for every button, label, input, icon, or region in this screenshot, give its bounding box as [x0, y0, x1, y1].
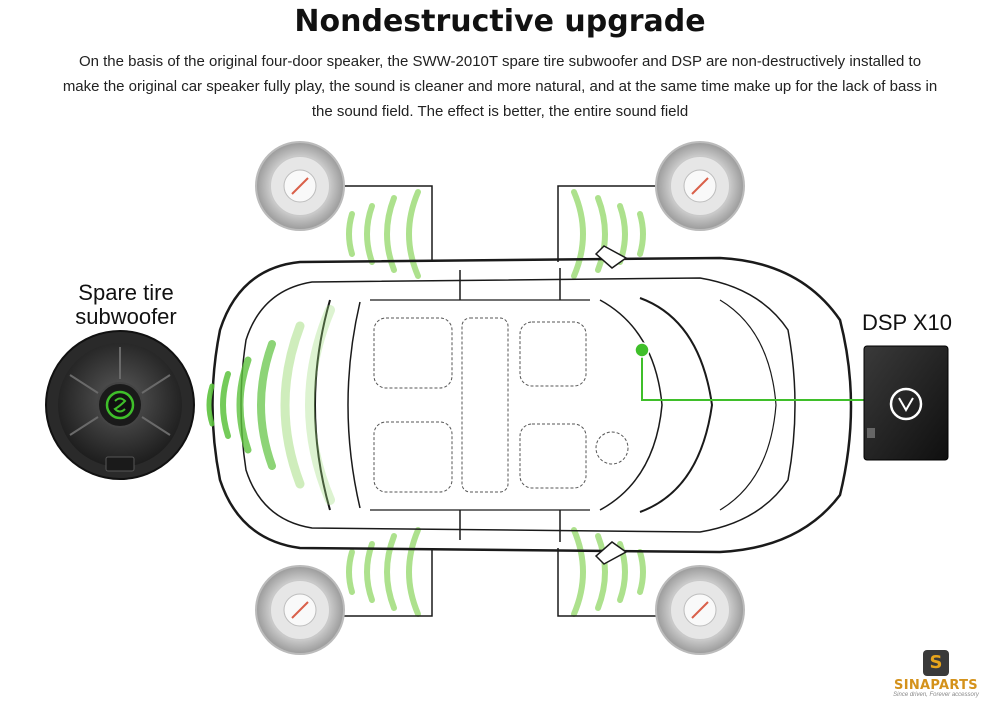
door-speaker-icon: [255, 141, 745, 655]
sound-wave-rear-left: [346, 527, 421, 617]
dsp-label: DSP X10: [861, 310, 953, 335]
page-title: Nondestructive upgrade: [294, 4, 706, 39]
subwoofer-icon: [45, 330, 195, 480]
dsp-amplifier-icon: [863, 345, 949, 461]
sound-wave-subwoofer: [206, 305, 335, 505]
page-description: On the basis of the original four-door s…: [62, 53, 938, 120]
car-seats: [373, 317, 629, 493]
sound-wave-rear-right: [571, 527, 646, 617]
dsp-connection-line: [634, 342, 864, 401]
brand-logo-icon: S: [923, 650, 949, 676]
brand-logo: S SINAPARTS Since driven, Forever access…: [882, 650, 990, 698]
brand-name: SINAPARTS: [894, 678, 978, 693]
brand-tagline: Since driven, Forever accessory: [893, 692, 979, 698]
sound-wave-front-left: [346, 189, 421, 279]
speaker-wires: [330, 185, 670, 617]
car-topview-icon: [211, 245, 853, 565]
subwoofer-label: Spare tire subwoofer: [75, 280, 177, 329]
